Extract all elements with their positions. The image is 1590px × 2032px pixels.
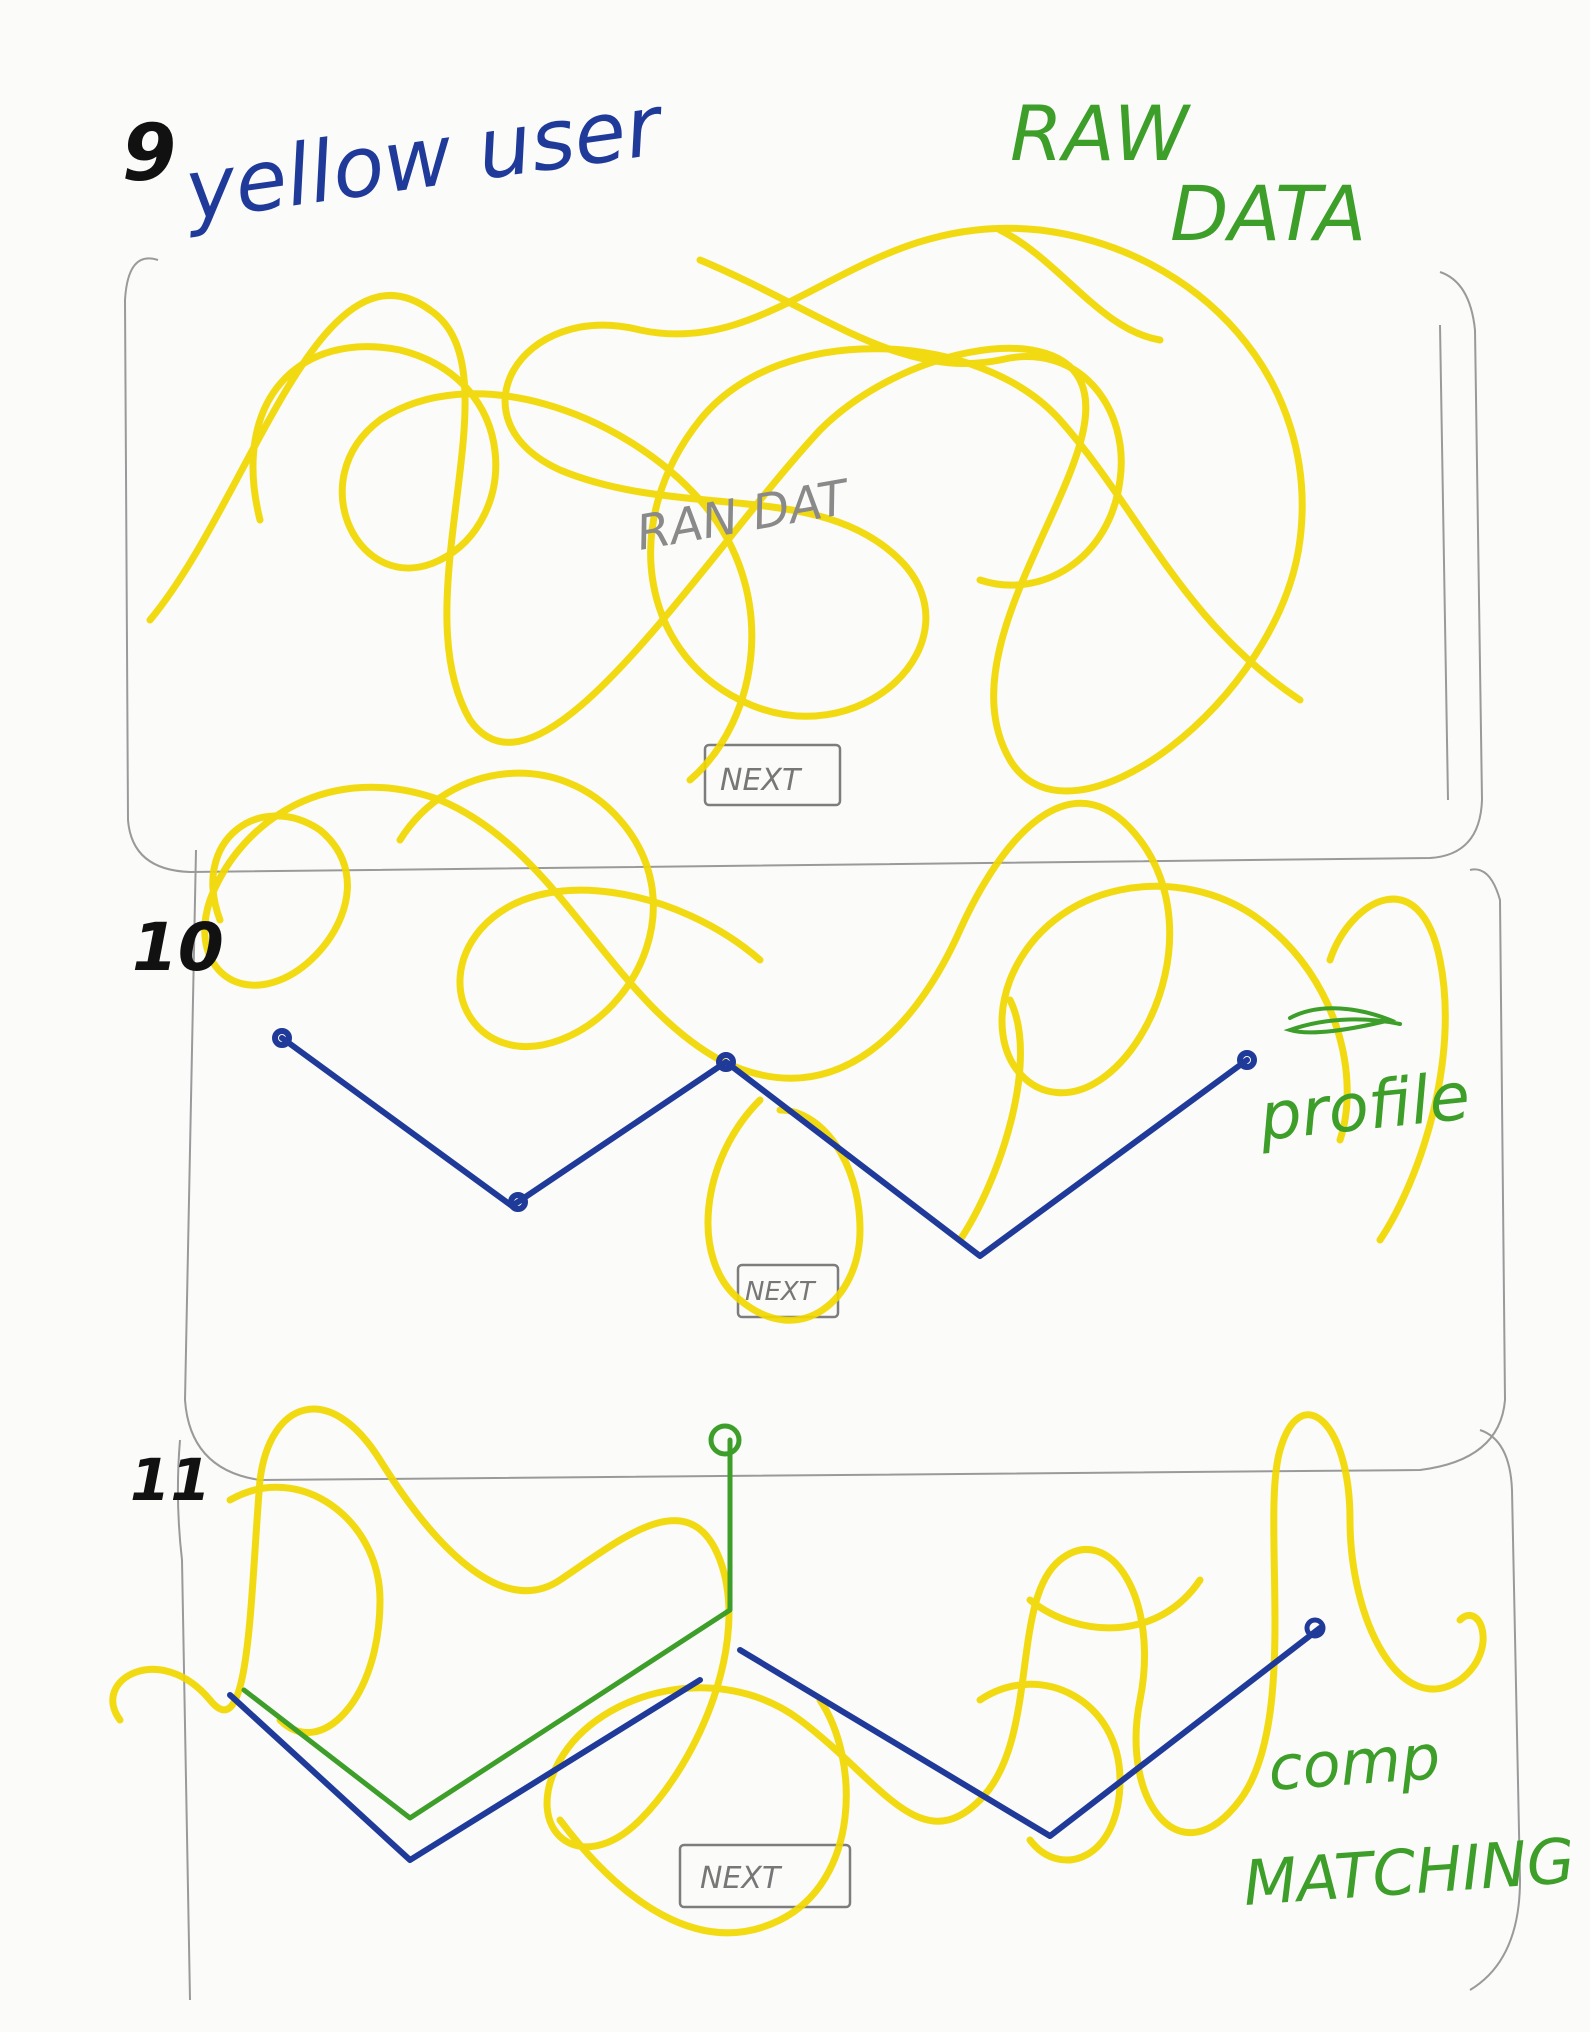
comp-label: comp xyxy=(1266,1720,1442,1805)
comparison-lines-panel-11 xyxy=(230,1426,1323,1860)
step-number-10: 10 xyxy=(132,909,224,986)
frame-panel-9-right-edge xyxy=(1440,325,1448,800)
green-node-top xyxy=(711,1426,739,1454)
blue-node-end xyxy=(1307,1620,1323,1636)
next-label-11: NEXT xyxy=(700,1861,783,1896)
next-label-9: NEXT xyxy=(720,763,803,798)
next-label-10: NEXT xyxy=(745,1277,817,1307)
step-number-9: 9 xyxy=(122,109,176,199)
matching-label: MATCHING xyxy=(1241,1824,1577,1920)
yellow-user-label: yellow user xyxy=(176,76,670,241)
yellow-scribble-middle xyxy=(205,773,1347,1140)
blue-zigzag-line-10 xyxy=(282,1038,1247,1256)
user-zigzag-panel-10 xyxy=(275,1031,1254,1256)
blue-comparison-line xyxy=(230,1628,1320,1860)
step-number-11: 11 xyxy=(130,1446,211,1514)
raw-label: RAW xyxy=(1010,89,1191,178)
profile-label: profile xyxy=(1255,1057,1474,1156)
data-label: DATA xyxy=(1170,169,1366,258)
green-scribble-strike xyxy=(1290,1008,1400,1032)
